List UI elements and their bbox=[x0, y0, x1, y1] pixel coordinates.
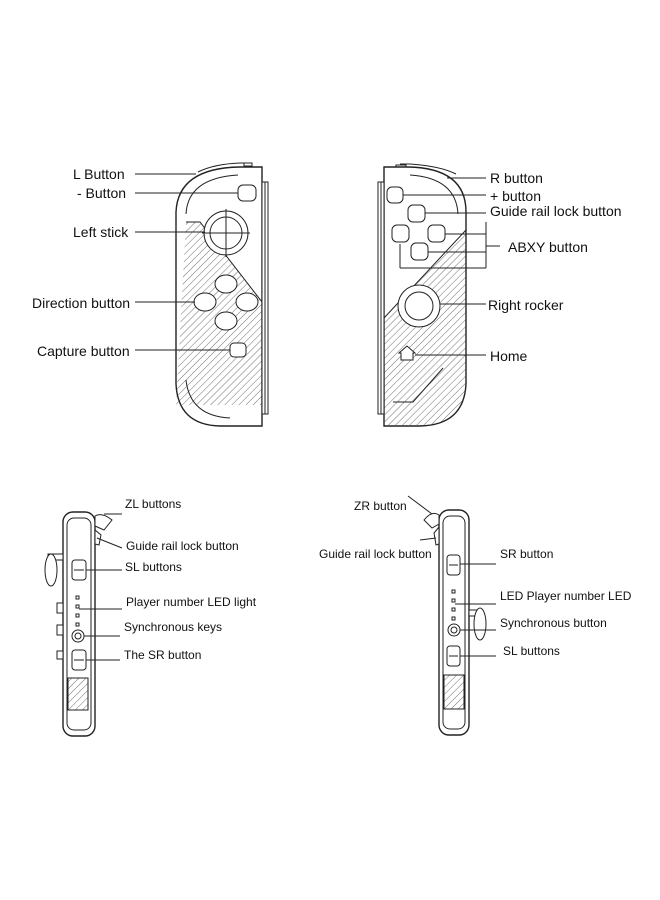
label-right-rocker: Right rocker bbox=[488, 297, 564, 313]
right-rail-bottom bbox=[443, 674, 465, 710]
zr-button-icon bbox=[423, 512, 440, 529]
label-home: Home bbox=[490, 348, 528, 364]
player-led-icon-right bbox=[451, 589, 456, 621]
label-capture-button: Capture button bbox=[37, 343, 130, 359]
label-synchronous-keys: Synchronous keys bbox=[124, 620, 223, 634]
zl-button-icon bbox=[94, 514, 113, 531]
right-joycon-side bbox=[423, 509, 487, 736]
left-inner-contour bbox=[185, 174, 239, 215]
guide-rail-lock-icon-left bbox=[94, 528, 102, 546]
left-front-leaders bbox=[135, 173, 238, 351]
capture-button-icon bbox=[229, 342, 247, 358]
label-left-stick: Left stick bbox=[73, 224, 129, 240]
home-button-icon bbox=[397, 345, 417, 361]
label-synchronous-button: Synchronous button bbox=[500, 616, 607, 630]
label-zl-buttons: ZL buttons bbox=[125, 497, 182, 511]
label-abxy-button: ABXY button bbox=[508, 239, 588, 255]
l-bumper-edge bbox=[197, 162, 250, 173]
left-stick-side-icon bbox=[44, 553, 58, 587]
label-guide-rail-lock-left: Guide rail lock button bbox=[126, 539, 239, 553]
label-minus-button: - Button bbox=[77, 185, 127, 201]
abxy-buttons-icon bbox=[391, 204, 446, 261]
left-rail-bottom bbox=[67, 677, 89, 711]
right-front-leaders bbox=[399, 177, 500, 356]
left-joycon-side bbox=[44, 511, 113, 737]
right-side-leaders bbox=[407, 495, 496, 657]
right-stick-side-icon bbox=[473, 607, 487, 641]
label-the-sr-button: The SR button bbox=[124, 648, 202, 662]
label-r-button: R button bbox=[490, 170, 543, 186]
label-sl-buttons-left: SL buttons bbox=[125, 560, 182, 574]
label-direction-button: Direction button bbox=[32, 295, 131, 311]
label-guide-rail-lock-right: Guide rail lock button bbox=[319, 547, 432, 561]
guide-rail-lock-icon-right bbox=[433, 525, 440, 546]
label-guide-rail-lock-front: Guide rail lock button bbox=[490, 203, 622, 219]
left-joycon-front bbox=[175, 162, 269, 427]
label-sr-button-right: SR button bbox=[500, 547, 554, 561]
left-side-leaders bbox=[79, 513, 123, 661]
player-led-icon-left bbox=[75, 595, 80, 627]
label-zr-button: ZR button bbox=[354, 499, 407, 513]
label-sl-buttons-right: SL buttons bbox=[503, 644, 560, 658]
minus-button-icon bbox=[237, 184, 257, 202]
right-joycon-front bbox=[377, 163, 467, 427]
l-bumper-tab bbox=[243, 162, 253, 167]
label-l-button: L Button bbox=[73, 166, 125, 182]
label-plus-button: + button bbox=[490, 188, 541, 204]
label-led-player-number: LED Player number LED bbox=[500, 589, 632, 603]
direction-pad-icon bbox=[193, 274, 259, 331]
plus-button-icon bbox=[386, 186, 404, 204]
label-player-led-light: Player number LED light bbox=[126, 595, 257, 609]
